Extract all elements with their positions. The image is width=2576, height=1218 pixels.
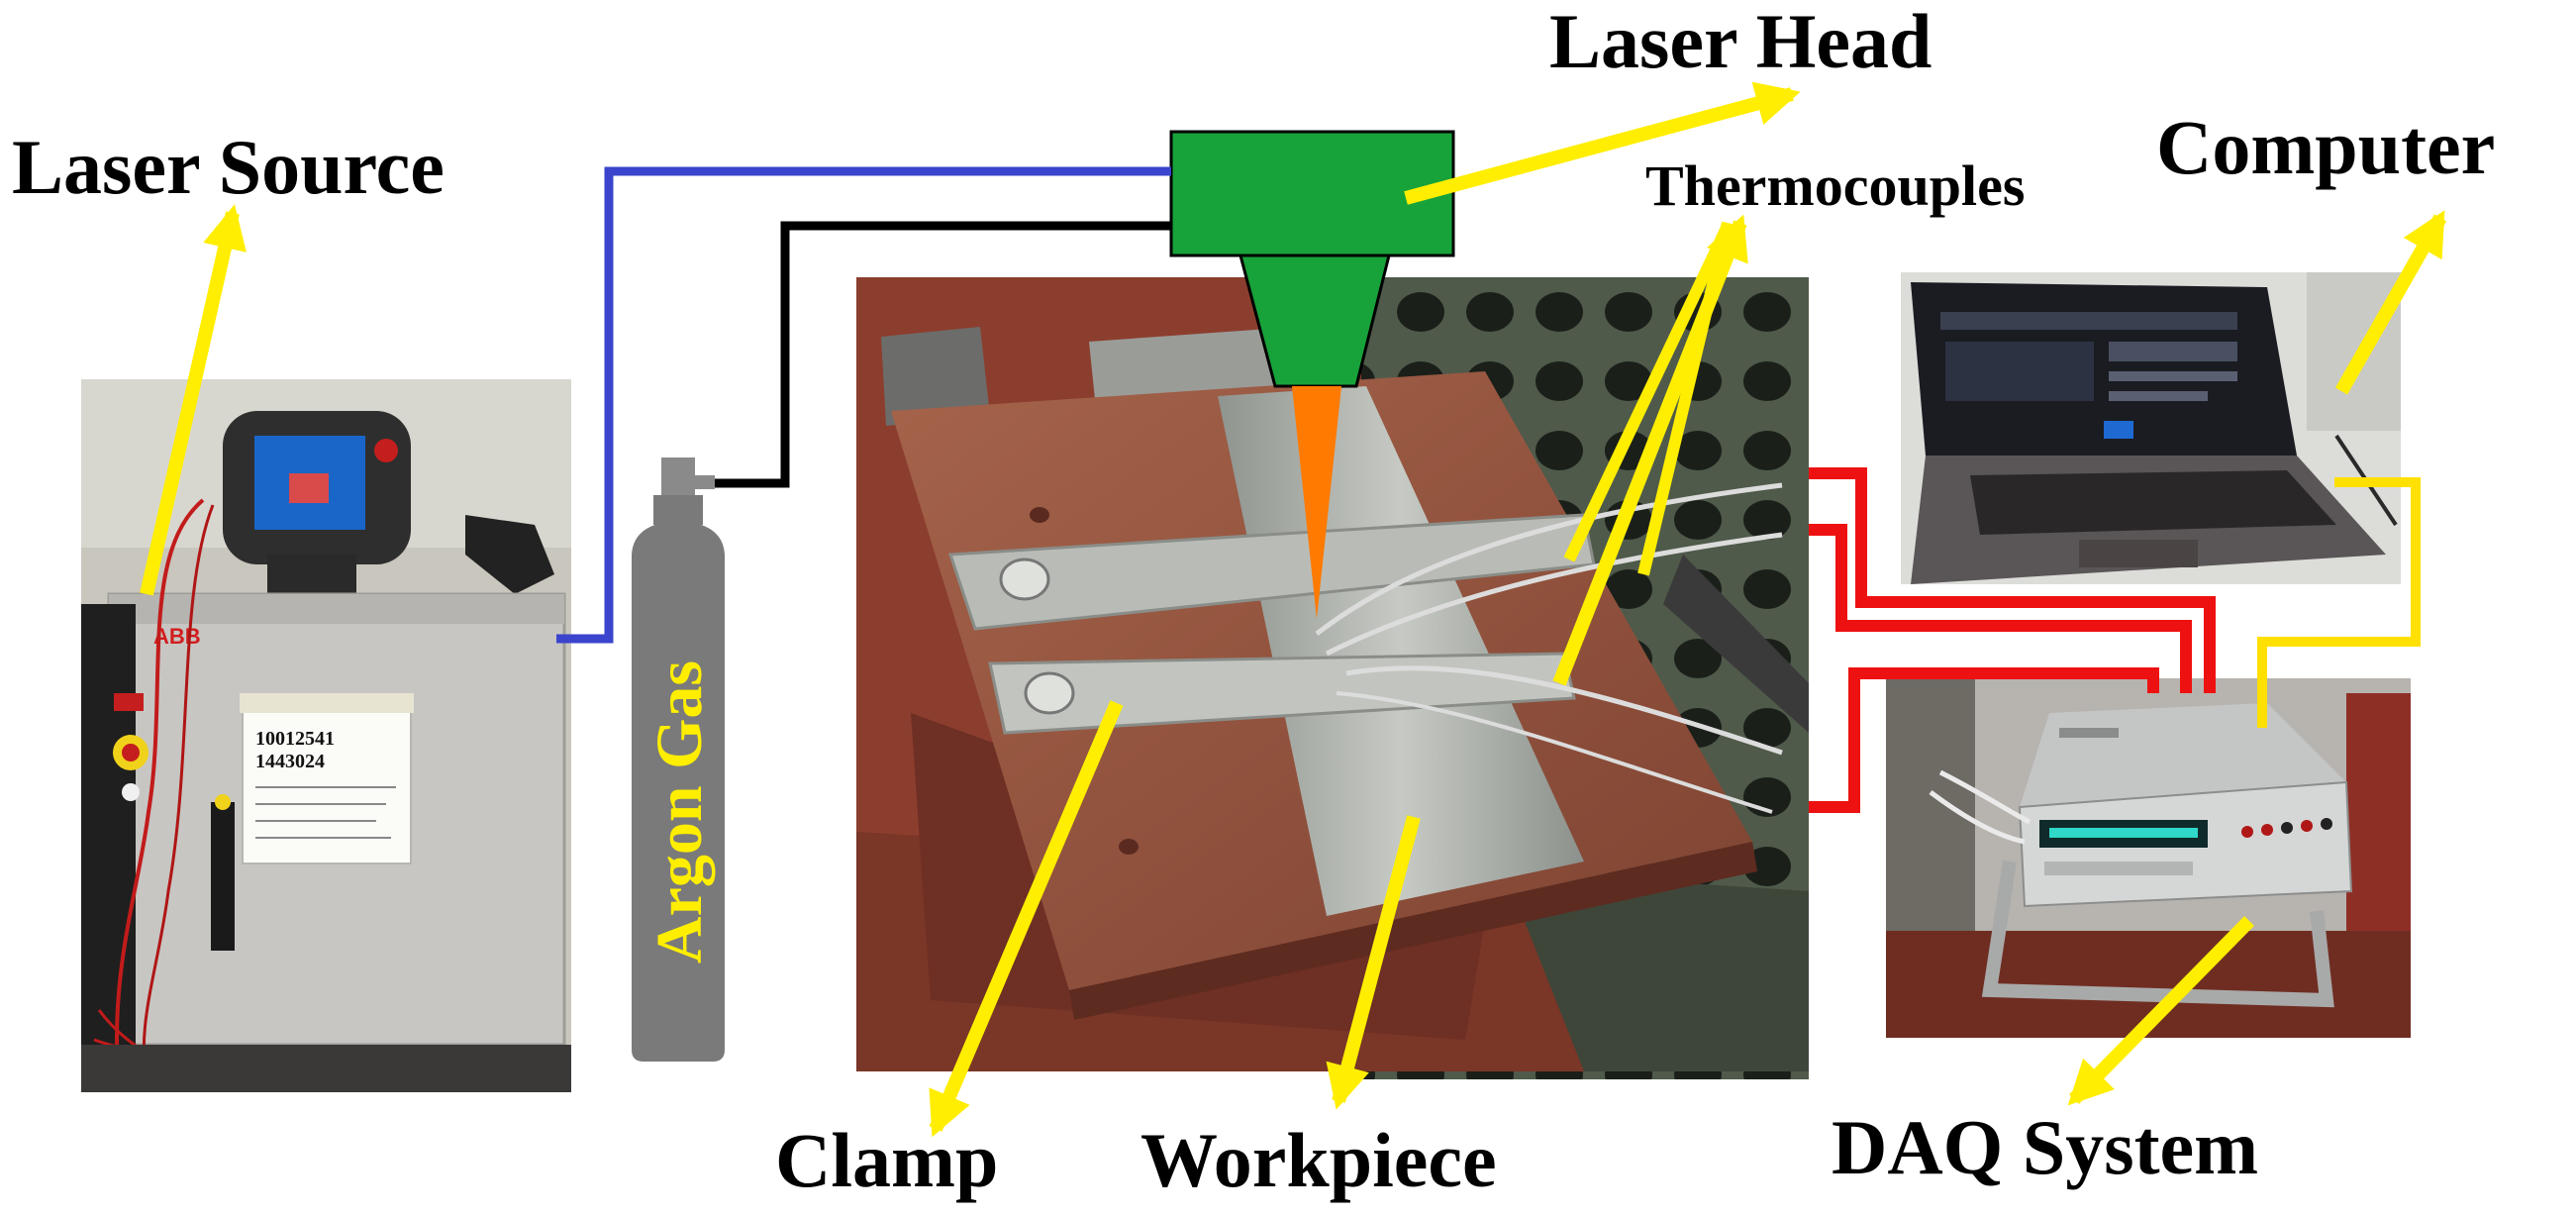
arrow-computer	[2334, 210, 2447, 395]
fiber-cable	[556, 166, 1171, 644]
gas-hose	[715, 221, 1171, 488]
arrow-clamp	[929, 700, 1124, 1138]
label-workpiece: Workpiece	[1140, 1117, 1497, 1203]
laser-nozzle	[1238, 254, 1391, 388]
daq-photo	[1886, 678, 2411, 1038]
arrow-daq-system	[2067, 916, 2254, 1106]
thermocouple-wire-2	[1809, 524, 2192, 693]
thermocouple-wire-3	[1809, 667, 2159, 813]
cabinet-sheet-line2: 1443024	[255, 751, 325, 772]
label-clamp: Clamp	[775, 1117, 998, 1203]
arrow-workpiece	[1326, 815, 1421, 1110]
arrow-thermocouples-2	[1637, 221, 1734, 576]
label-thermocouples: Thermocouples	[1645, 153, 2025, 218]
label-laser-source: Laser Source	[12, 124, 445, 210]
thermocouple-wire-1	[1809, 467, 2216, 693]
arrow-laser-source	[140, 204, 247, 596]
label-laser-head: Laser Head	[1549, 0, 1932, 84]
computer-photo	[1901, 272, 2401, 584]
arrow-thermocouples-3	[1563, 223, 1734, 562]
cabinet-handle	[211, 802, 235, 951]
laser-beam	[1292, 386, 1341, 619]
clamp-bar-lower	[988, 652, 1576, 735]
argon-cylinder: Argon Gas	[632, 457, 725, 1062]
signal-cable	[2257, 477, 2421, 728]
laser-source-photo: ABB 10012541 1443024	[81, 379, 571, 1092]
cabinet-sheet-line1: 10012541	[255, 728, 335, 750]
argon-gas-label: Argon Gas	[644, 660, 716, 964]
cabinet-brand: ABB	[153, 624, 201, 649]
arrow-laser-head	[1404, 81, 1801, 205]
label-computer: Computer	[2156, 104, 2495, 190]
label-daq-system: DAQ System	[1832, 1104, 2258, 1190]
